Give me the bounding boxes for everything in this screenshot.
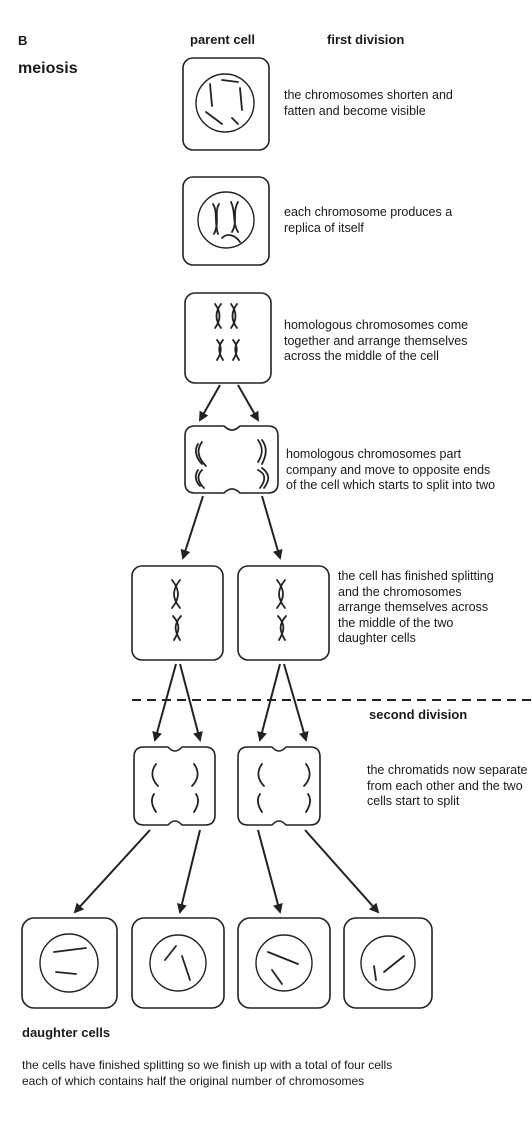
cell-chromosome-replication xyxy=(182,176,270,266)
column-header-first-division: first division xyxy=(327,32,405,47)
diagram-title: meiosis xyxy=(18,60,78,77)
second-division-label: second division xyxy=(369,707,468,722)
cell-daughter-after-first-division-left xyxy=(131,565,224,661)
daughter-cell-2 xyxy=(131,917,225,1009)
daughter-cell-1 xyxy=(21,917,118,1009)
cell-homologous-pairing xyxy=(184,292,272,384)
step-6-text: the chromatids now separate from each ot… xyxy=(367,763,528,808)
cell-chromatids-separating-left xyxy=(133,746,216,826)
conclusion-text: the cells have finished splitting so we … xyxy=(22,1058,393,1088)
daughter-cell-4 xyxy=(343,917,433,1009)
column-header-parent-cell: parent cell xyxy=(190,32,256,47)
step-5-text: the cell has finished splitting and the … xyxy=(338,569,494,645)
step-2-text: each chromosome produces a replica of it… xyxy=(284,205,453,235)
step-4-text: homologous chromosomes part company and … xyxy=(286,447,496,492)
cell-chromosomes-visible xyxy=(182,57,270,151)
daughter-cells-label: daughter cells xyxy=(22,1025,111,1040)
section-letter: B xyxy=(18,33,28,48)
step-3-text: homologous chromosomes come together and… xyxy=(284,318,469,363)
cell-chromatids-separating-right xyxy=(237,746,321,826)
step-1-text: the chromosomes shorten and fatten and b… xyxy=(284,88,453,118)
daughter-cell-3 xyxy=(237,917,331,1009)
cell-daughter-after-first-division-right xyxy=(237,565,330,661)
cell-homologues-separating xyxy=(184,425,279,494)
